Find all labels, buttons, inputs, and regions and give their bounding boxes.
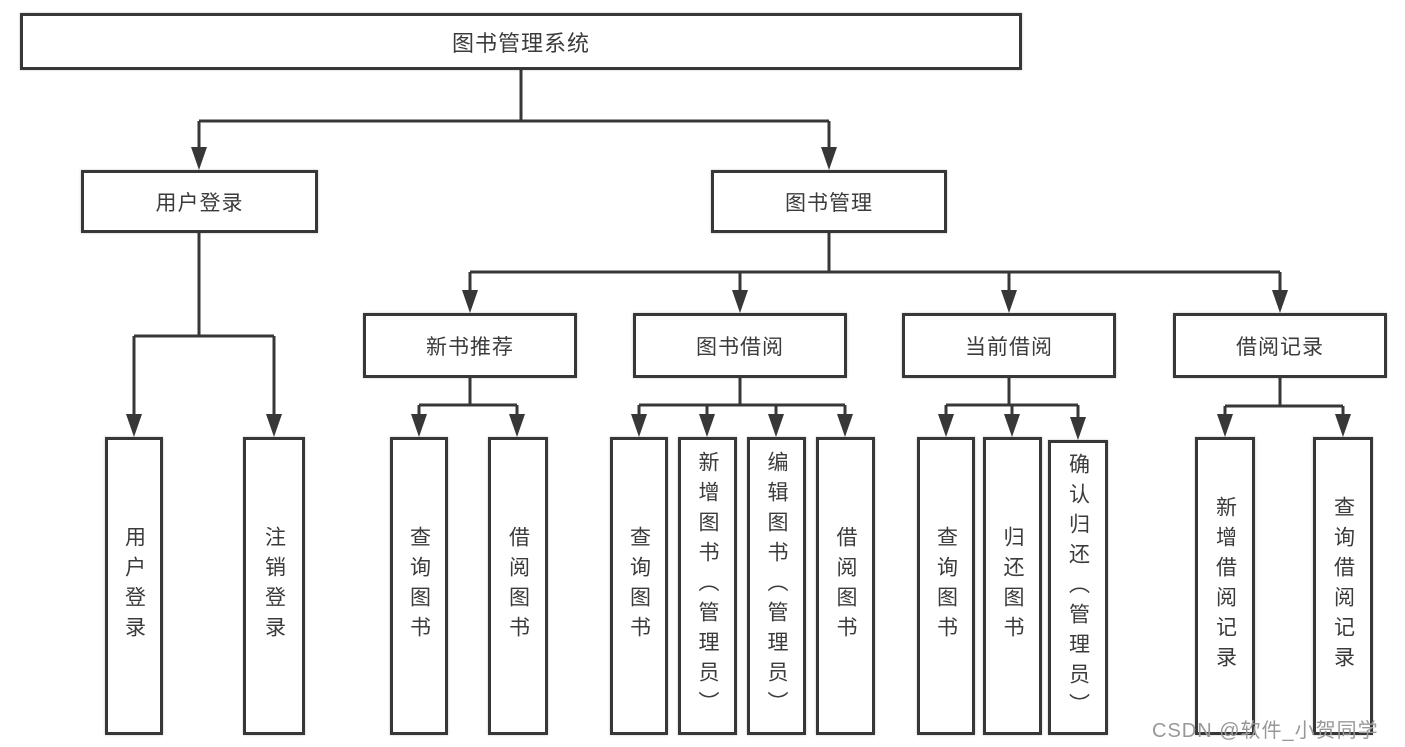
- arrowhead-down-icon: [732, 290, 748, 313]
- arrowhead-down-icon: [768, 414, 784, 437]
- leaf-cb-confirm-return-admin: 确认归还（管理员）: [1048, 440, 1108, 735]
- leaf-bb-edit-books-admin: 编辑图书（管理员）: [747, 437, 806, 735]
- leaf-cb-return-books: 归还图书: [983, 437, 1042, 735]
- leaf-logout: 注销登录: [243, 437, 305, 735]
- arrowhead-down-icon: [1217, 414, 1233, 437]
- leaf-nb-query-books: 查询图书: [390, 437, 448, 735]
- watermark-text: CSDN @软件_小贺同学: [1152, 720, 1379, 742]
- leaf-br-query-record: 查询借阅记录: [1313, 437, 1373, 735]
- arrowhead-down-icon: [126, 414, 142, 437]
- arrowhead-down-icon: [837, 414, 853, 437]
- leaf-user-login: 用户登录: [105, 437, 163, 735]
- arrowhead-down-icon: [699, 414, 715, 437]
- arrowhead-down-icon: [1004, 414, 1020, 437]
- arrowhead-down-icon: [509, 414, 525, 437]
- arrowhead-down-icon: [462, 290, 478, 313]
- node-book-borrow: 图书借阅: [633, 313, 847, 378]
- arrowhead-down-icon: [191, 147, 207, 170]
- arrowhead-down-icon: [266, 414, 282, 437]
- arrowhead-down-icon: [1001, 290, 1017, 313]
- node-current-borrow: 当前借阅: [902, 313, 1116, 378]
- arrowhead-down-icon: [938, 414, 954, 437]
- leaf-br-add-record: 新增借阅记录: [1195, 437, 1255, 735]
- node-library-management-system: 图书管理系统: [20, 13, 1022, 70]
- leaf-bb-query-books: 查询图书: [610, 437, 668, 735]
- arrowhead-down-icon: [821, 147, 837, 170]
- arrowhead-down-icon: [1335, 414, 1351, 437]
- node-book-management: 图书管理: [711, 170, 947, 233]
- leaf-bb-borrow-books: 借阅图书: [816, 437, 875, 735]
- node-new-book-recommend: 新书推荐: [363, 313, 577, 378]
- leaf-bb-add-books-admin: 新增图书（管理员）: [678, 437, 737, 735]
- node-borrow-records: 借阅记录: [1173, 313, 1387, 378]
- arrowhead-down-icon: [1070, 417, 1086, 440]
- leaf-cb-query-books: 查询图书: [917, 437, 975, 735]
- arrowhead-down-icon: [631, 414, 647, 437]
- node-user-login: 用户登录: [81, 170, 318, 233]
- arrowhead-down-icon: [411, 414, 427, 437]
- arrowhead-down-icon: [1272, 290, 1288, 313]
- leaf-nb-borrow-books: 借阅图书: [488, 437, 548, 735]
